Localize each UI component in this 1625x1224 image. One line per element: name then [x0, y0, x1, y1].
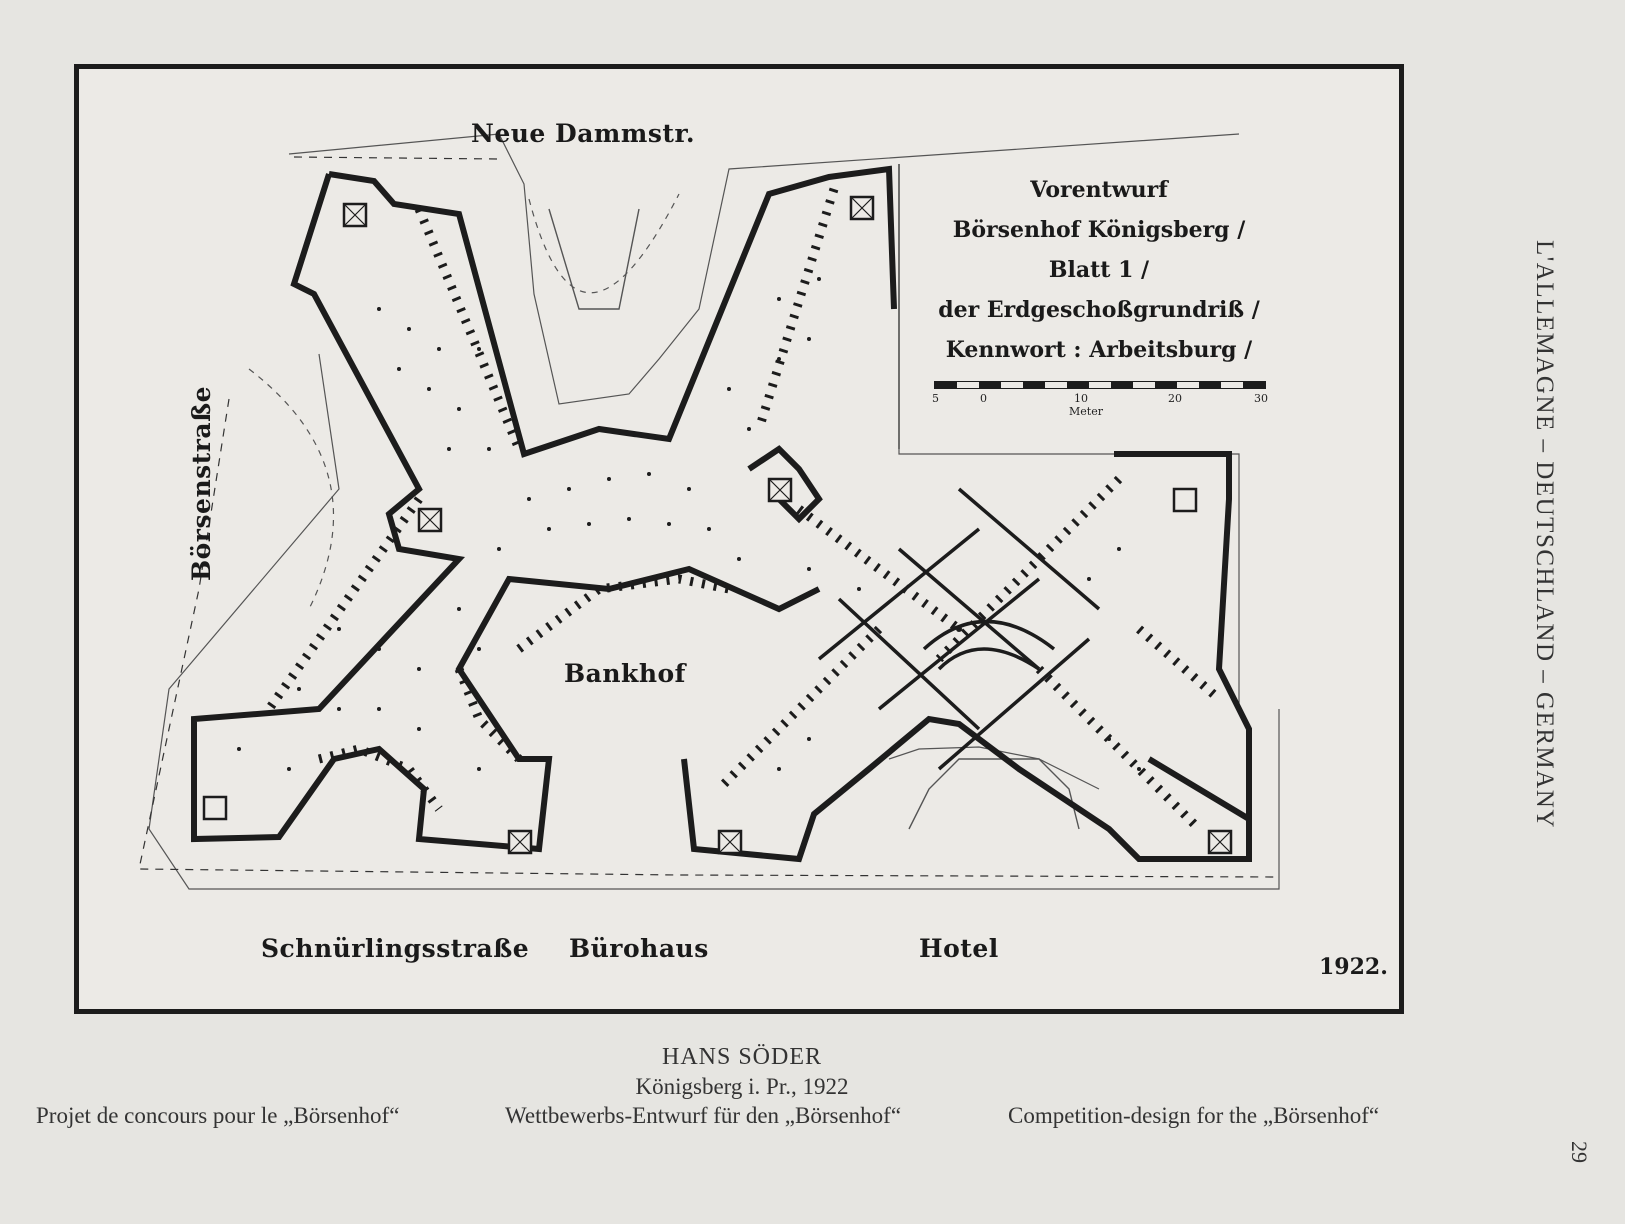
- scale-tick-3: 20: [1168, 392, 1182, 405]
- caption-place: Königsberg i. Pr., 1922: [635, 1074, 849, 1099]
- floor-plan-drawing: [138, 133, 1280, 890]
- legend-line-1: Vorentwurf: [1030, 177, 1168, 203]
- caption-author: HANS SÖDER: [661, 1044, 823, 1070]
- street-label-west: Börsenstraße: [187, 385, 217, 582]
- courtyard-label: Bankhof: [564, 659, 686, 688]
- street-label-south: Schnürlingsstraße: [261, 934, 530, 963]
- plan-date: 1922.: [1319, 954, 1388, 980]
- caption-english: Competition-design for the „Börsenhof“: [1008, 1103, 1380, 1128]
- legend-line-5: Kennwort : Arbeitsburg /: [945, 337, 1253, 363]
- legend-line-3: Blatt 1 /: [1048, 257, 1150, 283]
- scale-bar: 5 0 10 20 30 Meter: [932, 375, 1268, 418]
- legend-line-2: Börsenhof Königsberg /: [952, 217, 1246, 243]
- office-label: Bürohaus: [569, 934, 709, 963]
- scale-unit: Meter: [1069, 405, 1103, 418]
- legend-block: Vorentwurf Börsenhof Königsberg / Blatt …: [919, 177, 1279, 418]
- caption-german: Wettbewerbs-Entwurf für den „Börsenhof“: [505, 1103, 902, 1128]
- plan-sheet: Neue Dammstr. Börsenstraße Schnürlingsst…: [74, 64, 1404, 1014]
- page-number: 29: [1567, 1141, 1592, 1163]
- scale-tick-0: 5: [932, 392, 939, 405]
- hotel-label: Hotel: [919, 934, 999, 963]
- side-title: L'ALLEMAGNE – DEUTSCHLAND – GERMANY: [1531, 240, 1558, 829]
- legend-line-4: der Erdgeschoßgrundriß /: [938, 297, 1260, 323]
- scale-tick-4: 30: [1254, 392, 1268, 405]
- street-label-north: Neue Dammstr.: [471, 119, 696, 148]
- scale-tick-2: 10: [1074, 392, 1088, 405]
- scale-tick-1: 0: [980, 392, 987, 405]
- caption-french: Projet de concours pour le „Börsenhof“: [36, 1103, 400, 1128]
